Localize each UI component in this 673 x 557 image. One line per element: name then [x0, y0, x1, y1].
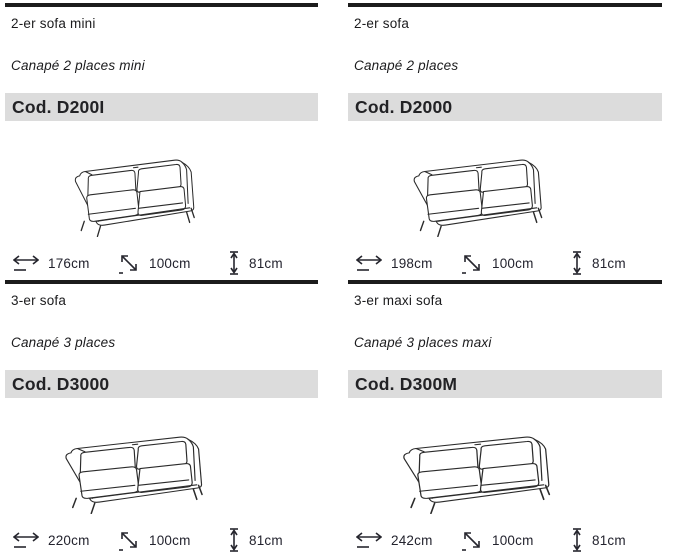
sofa-line-drawing	[5, 147, 318, 237]
width-dimension: 176cm	[13, 254, 118, 272]
product-code: Cod. D2000	[355, 96, 453, 117]
height-dimension: 81cm	[228, 251, 283, 275]
product-code-bar: Cod. D3000	[5, 370, 318, 398]
product-panel-2er: 2-er sofa Canapé 2 places Cod. D2000 198…	[348, 3, 662, 280]
depth-arrow-icon	[118, 532, 137, 551]
sofa-illustration	[64, 436, 203, 514]
height-arrow-icon	[229, 528, 239, 552]
width-value: 176cm	[48, 255, 90, 271]
product-code-bar: Cod. D300M	[348, 370, 662, 398]
product-code: Cod. D3000	[12, 373, 110, 394]
product-code-bar: Cod. D2000	[348, 93, 662, 121]
height-arrow-icon	[572, 528, 582, 552]
height-dimension: 81cm	[571, 528, 626, 552]
height-arrow-icon	[572, 251, 582, 275]
width-value: 220cm	[48, 532, 90, 548]
sofa-line-drawing	[348, 424, 662, 514]
height-value: 81cm	[249, 255, 283, 271]
height-arrow-icon	[229, 251, 239, 275]
width-value: 242cm	[391, 532, 433, 548]
product-code: Cod. D200I	[12, 96, 105, 117]
sofa-illustration	[403, 436, 551, 514]
sofa-illustration	[412, 159, 542, 237]
width-dimension: 220cm	[13, 531, 118, 549]
depth-dimension: 100cm	[118, 252, 228, 274]
product-title: 3-er sofa	[11, 293, 67, 308]
width-value: 198cm	[391, 255, 433, 271]
product-subtitle-fr: Canapé 2 places	[354, 58, 459, 73]
product-panel-3er-maxi: 3-er maxi sofa Canapé 3 places maxi Cod.…	[348, 280, 662, 557]
product-subtitle-fr: Canapé 2 places mini	[11, 58, 145, 73]
top-rule	[348, 3, 662, 7]
dimensions-row: 242cm 100cm 81cm	[348, 528, 662, 552]
product-panel-2er-mini: 2-er sofa mini Canapé 2 places mini Cod.…	[5, 3, 318, 280]
product-panel-3er: 3-er sofa Canapé 3 places Cod. D3000 220…	[5, 280, 318, 557]
depth-value: 100cm	[149, 532, 191, 548]
sofa-illustration	[74, 159, 195, 237]
depth-dimension: 100cm	[461, 529, 571, 551]
width-dimension: 242cm	[356, 531, 461, 549]
height-dimension: 81cm	[228, 528, 283, 552]
width-arrow-icon	[13, 532, 39, 548]
height-value: 81cm	[249, 532, 283, 548]
top-rule	[5, 280, 318, 284]
sofa-line-drawing	[5, 424, 318, 514]
dimensions-row: 176cm 100cm 81cm	[5, 251, 318, 275]
depth-value: 100cm	[492, 532, 534, 548]
depth-dimension: 100cm	[461, 252, 571, 274]
product-subtitle-fr: Canapé 3 places maxi	[354, 335, 492, 350]
depth-arrow-icon	[461, 532, 480, 551]
width-arrow-icon	[356, 255, 382, 271]
height-value: 81cm	[592, 255, 626, 271]
depth-arrow-icon	[118, 255, 137, 274]
product-title: 2-er sofa	[354, 16, 410, 31]
depth-arrow-icon	[461, 255, 480, 274]
depth-value: 100cm	[492, 255, 534, 271]
product-code: Cod. D300M	[355, 373, 458, 394]
top-rule	[5, 3, 318, 7]
product-subtitle-fr: Canapé 3 places	[11, 335, 116, 350]
product-title: 2-er sofa mini	[11, 16, 96, 31]
width-arrow-icon	[356, 532, 382, 548]
depth-value: 100cm	[149, 255, 191, 271]
dimensions-row: 198cm 100cm 81cm	[348, 251, 662, 275]
dimensions-row: 220cm 100cm 81cm	[5, 528, 318, 552]
sofa-line-drawing	[348, 147, 662, 237]
width-arrow-icon	[13, 255, 39, 271]
product-code-bar: Cod. D200I	[5, 93, 318, 121]
width-dimension: 198cm	[356, 254, 461, 272]
height-value: 81cm	[592, 532, 626, 548]
top-rule	[348, 280, 662, 284]
height-dimension: 81cm	[571, 251, 626, 275]
depth-dimension: 100cm	[118, 529, 228, 551]
product-title: 3-er maxi sofa	[354, 293, 443, 308]
